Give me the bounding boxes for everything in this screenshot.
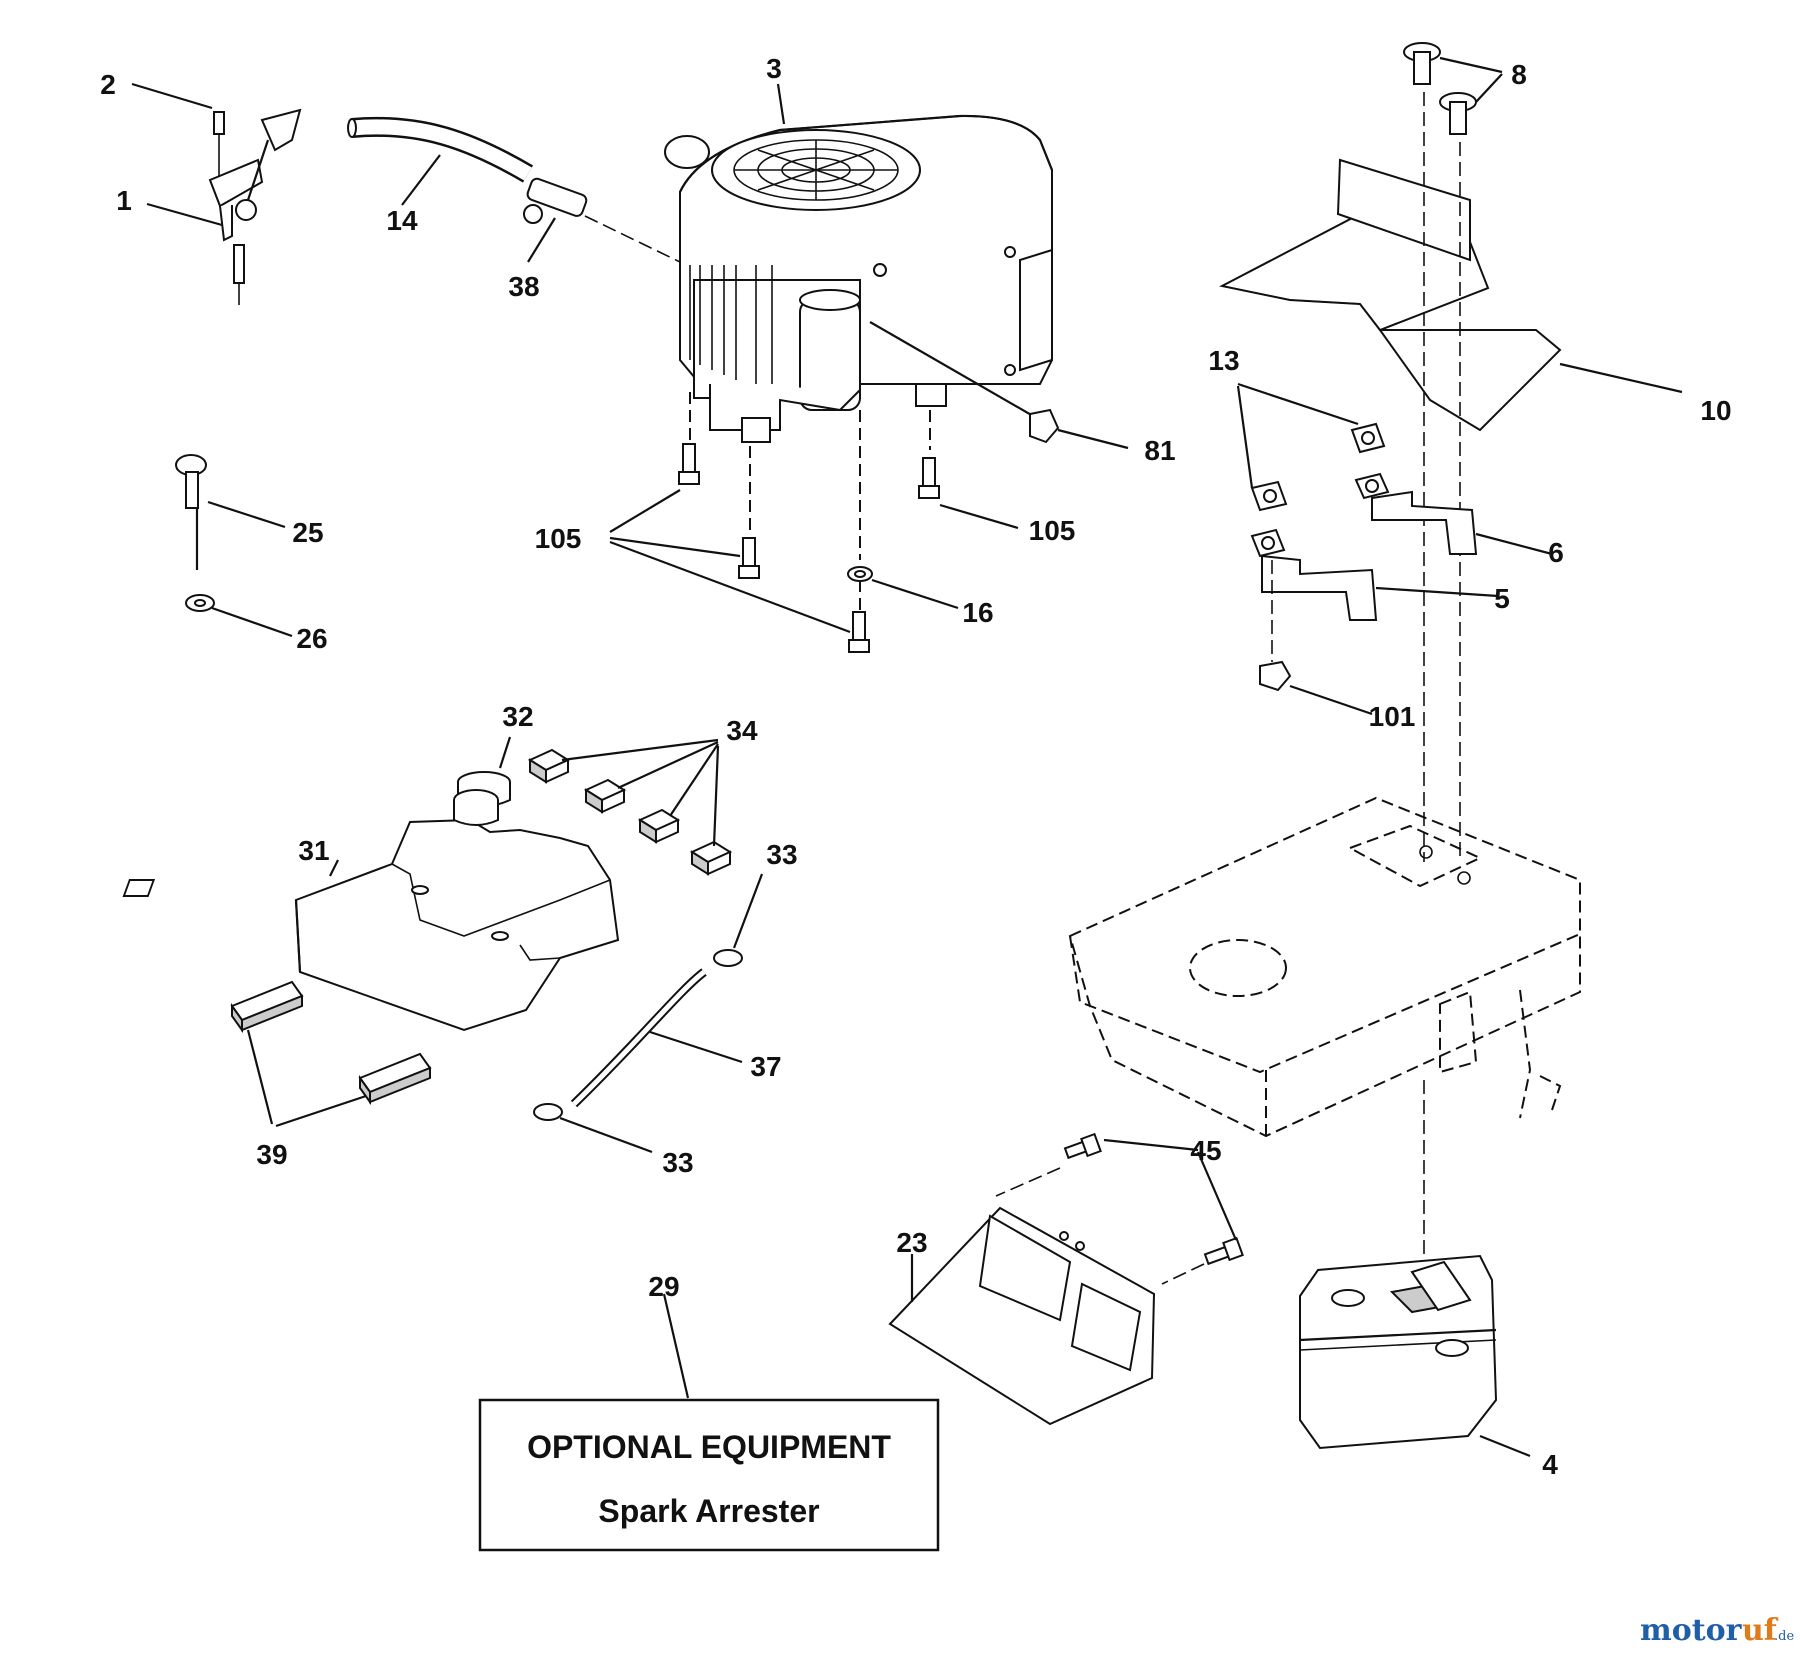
- leader-line: [732, 873, 764, 949]
- part-label-25: 25: [292, 517, 323, 548]
- engine-bolt-part: [678, 443, 940, 653]
- throttle-control-part: [208, 108, 302, 305]
- leader-line: [329, 859, 339, 877]
- leader-line: [869, 321, 1041, 421]
- leader-line: [1475, 532, 1553, 556]
- leader-line: [1375, 586, 1499, 598]
- frame-part: [1068, 796, 1581, 1138]
- part-label-14: 14: [386, 205, 418, 236]
- leader-line: [1057, 428, 1129, 450]
- leader-line: [609, 536, 741, 558]
- part-label-37: 37: [750, 1051, 781, 1082]
- leader-line: [712, 745, 720, 847]
- fuel-line-part: [570, 968, 707, 1108]
- leader-line: [1289, 684, 1373, 716]
- fuel-filter-part: [523, 177, 588, 224]
- watermark-logo: motor uf .de: [1640, 1613, 1794, 1648]
- part-label-8: 8: [1511, 59, 1527, 90]
- screw-part: [1403, 42, 1477, 135]
- leader-line: [211, 606, 293, 638]
- leader-line: [527, 217, 556, 263]
- leader-line: [1439, 56, 1503, 74]
- part-label-23: 23: [896, 1227, 927, 1258]
- leader-line: [609, 489, 681, 533]
- leader-line: [649, 1030, 743, 1064]
- watermark-suffix: .de: [1774, 1629, 1794, 1644]
- watermark-brand-b: uf: [1742, 1613, 1779, 1648]
- leader-line: [1559, 362, 1683, 394]
- part-label-33-top: 33: [766, 839, 797, 870]
- isolator-pad-part: [230, 980, 432, 1106]
- leader-line: [1103, 1138, 1199, 1152]
- muffler-part: [1299, 1254, 1498, 1450]
- lock-washer-part: [847, 566, 873, 582]
- leader-line: [146, 202, 223, 227]
- part-label-6: 6: [1548, 537, 1564, 568]
- spark-arrester-part: [888, 1206, 1156, 1426]
- leader-line: [871, 578, 959, 610]
- leader-line: [939, 503, 1019, 530]
- optional-equipment-subtitle: Spark Arrester: [598, 1493, 819, 1529]
- leader-line: [1237, 382, 1359, 426]
- fuel-line-part: [347, 116, 534, 183]
- watermark-brand-a: motor: [1640, 1613, 1743, 1648]
- part-label-45: 45: [1190, 1135, 1221, 1166]
- leader-line: [131, 82, 213, 110]
- part-label-29: 29: [648, 1271, 679, 1302]
- part-label-2: 2: [100, 69, 116, 100]
- fuel-tank-part: [122, 789, 620, 1032]
- part-label-31: 31: [298, 835, 329, 866]
- leader-line: [776, 83, 786, 125]
- part-label-101: 101: [1369, 701, 1416, 732]
- mount-line: [995, 1167, 1061, 1197]
- part-label-26: 26: [296, 623, 327, 654]
- part-label-105-right: 105: [1029, 515, 1076, 546]
- leader-line: [246, 1029, 274, 1125]
- part-label-5: 5: [1494, 583, 1510, 614]
- optional-equipment-title: OPTIONAL EQUIPMENT: [527, 1429, 891, 1465]
- exhaust-pipe-part: [1250, 472, 1478, 621]
- leader-line: [207, 500, 286, 529]
- part-label-13: 13: [1208, 345, 1239, 376]
- part-label-39: 39: [256, 1139, 287, 1170]
- leader-line: [617, 741, 719, 789]
- part-label-33-bottom: 33: [662, 1147, 693, 1178]
- hose-clamp-part: [533, 949, 743, 1121]
- part-label-16: 16: [962, 597, 993, 628]
- gasket-part: [1250, 422, 1386, 512]
- part-label-81: 81: [1144, 435, 1175, 466]
- part-label-4: 4: [1542, 1449, 1558, 1480]
- leader-line: [1196, 1151, 1238, 1241]
- leader-line: [609, 540, 851, 634]
- heat-shield-part: [1219, 158, 1562, 432]
- leader-line: [669, 743, 719, 817]
- part-label-1: 1: [116, 185, 132, 216]
- part-label-10: 10: [1700, 395, 1731, 426]
- optional-equipment-box: OPTIONAL EQUIPMENT Spark Arrester: [478, 1398, 940, 1552]
- leader-line: [498, 736, 512, 769]
- engine-part: [664, 114, 1054, 443]
- leader-line: [584, 215, 681, 263]
- leader-line: [1475, 73, 1503, 103]
- leader-line: [1236, 385, 1254, 489]
- leader-line: [662, 1293, 690, 1399]
- leader-line: [1479, 1434, 1531, 1458]
- leader-line: [561, 738, 719, 762]
- nut-part: [1259, 660, 1292, 692]
- choke-knob-part: [175, 454, 215, 612]
- part-label-3: 3: [766, 53, 782, 84]
- part-label-38: 38: [508, 271, 539, 302]
- part-label-34: 34: [726, 715, 758, 746]
- part-label-105-left: 105: [535, 523, 582, 554]
- isolator-pad-part: [527, 748, 733, 876]
- leader-line: [275, 1094, 367, 1128]
- leader-line: [559, 1116, 653, 1154]
- part-label-32: 32: [502, 701, 533, 732]
- leader-line: [401, 154, 441, 206]
- screw-part: [1063, 1132, 1244, 1266]
- mount-line: [1161, 1263, 1205, 1285]
- nut-part: [1029, 408, 1060, 444]
